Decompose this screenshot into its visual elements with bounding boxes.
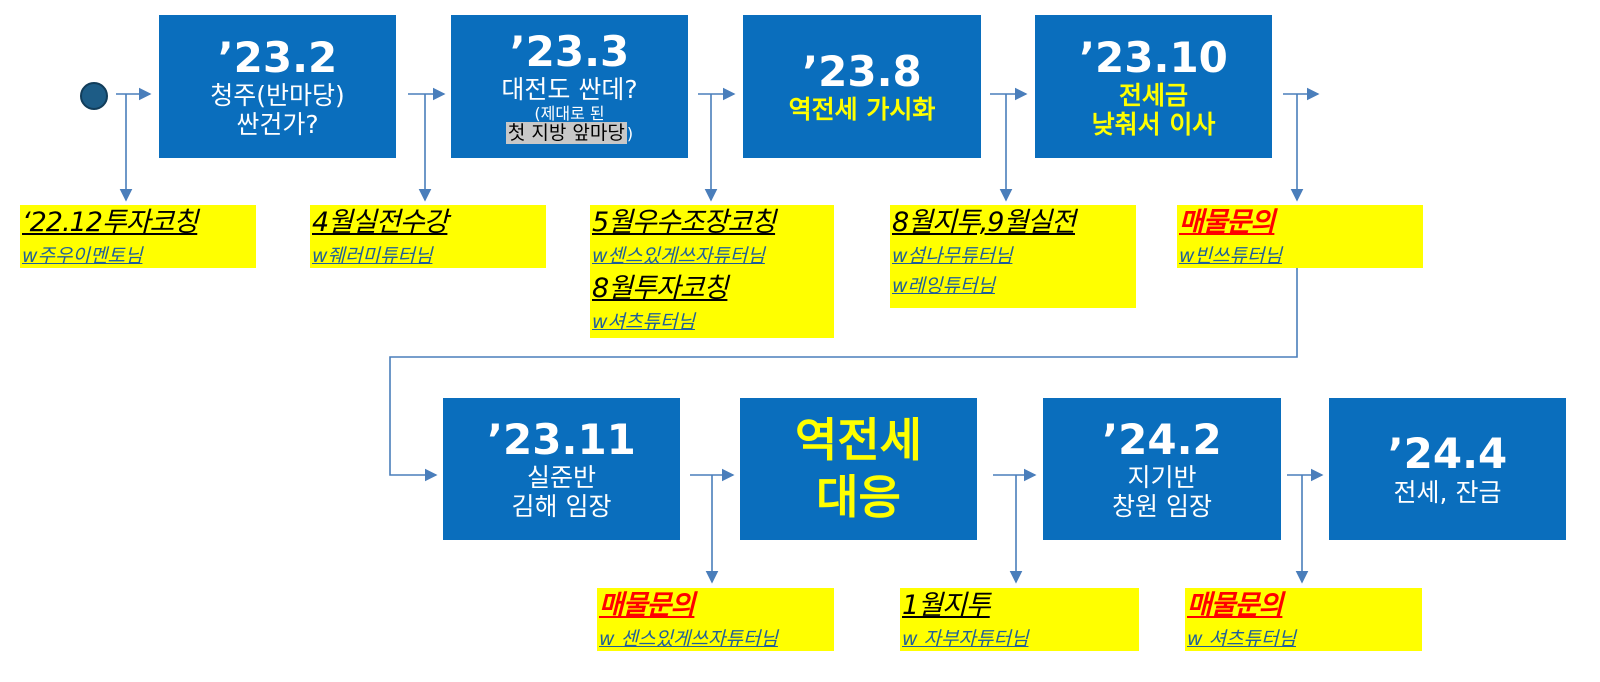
step-highlight: 역전세 가시화 bbox=[788, 95, 936, 125]
step-reverse-jeonse: 역전세 대응 bbox=[740, 398, 977, 540]
step-highlight: 대응 bbox=[816, 470, 901, 524]
note-course: 4월실전수강 w줴러미튜터님 bbox=[310, 205, 546, 268]
note-title: 1월지투 bbox=[902, 590, 991, 621]
step-24-4: ’24.4 전세, 잔금 bbox=[1329, 398, 1566, 540]
step-year: ’24.4 bbox=[1387, 429, 1508, 479]
step-text: 지기반 bbox=[1127, 463, 1197, 493]
note-inquiry: 매물문의 w 셔츠튜터님 bbox=[1185, 588, 1422, 651]
mentor-link[interactable]: w주우이멘토님 bbox=[22, 245, 143, 267]
step-year: ’23.11 bbox=[487, 415, 636, 465]
mentor-link[interactable]: w섬나무튜터님 bbox=[892, 245, 1013, 267]
step-23-2: ’23.2 청주(반마당) 싼건가? bbox=[159, 15, 396, 158]
note-aug-sep: 8월지투,9월실전 w섬나무튜터님 w레잉튜터님 bbox=[890, 205, 1136, 308]
step-year: ’23.8 bbox=[802, 46, 922, 96]
note-title: 매물문의 bbox=[599, 590, 695, 621]
note-title: 매물문의 bbox=[1179, 207, 1275, 238]
step-text: 실준반 bbox=[526, 463, 596, 493]
step-23-10: ’23.10 전세금 낮춰서 이사 bbox=[1035, 15, 1272, 158]
step-highlight: 전세금 bbox=[1118, 80, 1188, 110]
start-dot bbox=[80, 82, 108, 110]
step-text: 싼건가? bbox=[236, 109, 319, 139]
step-text: 대전도 싼데? bbox=[501, 75, 638, 105]
step-note: (제대로 된 bbox=[534, 103, 605, 123]
step-year: ’24.2 bbox=[1102, 415, 1222, 465]
step-23-11: ’23.11 실준반 김해 임장 bbox=[443, 398, 680, 540]
step-text: 창원 임장 bbox=[1112, 492, 1212, 522]
note-title: 8월투자코칭 bbox=[592, 273, 728, 304]
step-year: ’23.10 bbox=[1079, 32, 1228, 82]
step-text: 청주(반마당) bbox=[210, 80, 345, 110]
step-24-2: ’24.2 지기반 창원 임장 bbox=[1043, 398, 1281, 540]
step-year: ’23.3 bbox=[509, 26, 630, 76]
note-inquiry: 매물문의 w 센스있게쓰자튜터님 bbox=[597, 588, 834, 651]
note-jitu: 1월지투 w 자부자튜터님 bbox=[900, 588, 1139, 651]
step-highlight: 낮춰서 이사 bbox=[1091, 109, 1216, 139]
mentor-link[interactable]: w셔츠튜터님 bbox=[592, 311, 695, 333]
note-title: ‘22.12투자코칭 bbox=[22, 207, 198, 238]
step-23-3: ’23.3 대전도 싼데? (제대로 된 첫 지방 앞마당) bbox=[451, 15, 688, 158]
step-text: 전세, 잔금 bbox=[1393, 477, 1502, 507]
step-text: 김해 임장 bbox=[511, 492, 612, 522]
mentor-link[interactable]: w 자부자튜터님 bbox=[902, 628, 1029, 650]
mentor-link[interactable]: w 셔츠튜터님 bbox=[1187, 628, 1296, 650]
note-title: 4월실전수강 bbox=[312, 207, 448, 238]
step-23-8: ’23.8 역전세 가시화 bbox=[743, 15, 981, 158]
note-title: 매물문의 bbox=[1187, 590, 1283, 621]
step-highlight: 역전세 bbox=[795, 412, 922, 467]
highlighted-text: 첫 지방 앞마당 bbox=[505, 122, 627, 145]
note-coaching-may-aug: 5월우수조장코칭 w센스있게쓰자튜터님 8월투자코칭 w셔츠튜터님 bbox=[590, 205, 834, 338]
note-inquiry: 매물문의 w빈쓰튜터님 bbox=[1177, 205, 1423, 268]
mentor-link[interactable]: w센스있게쓰자튜터님 bbox=[592, 245, 765, 267]
mentor-link[interactable]: w 센스있게쓰자튜터님 bbox=[599, 628, 778, 650]
mentor-link[interactable]: w줴러미튜터님 bbox=[312, 245, 433, 267]
mentor-link[interactable]: w레잉튜터님 bbox=[892, 275, 995, 297]
note-title: 5월우수조장코칭 bbox=[592, 207, 776, 238]
note-coaching: ‘22.12투자코칭 w주우이멘토님 bbox=[20, 205, 256, 268]
note-title: 8월지투,9월실전 bbox=[892, 207, 1076, 238]
step-note: ) bbox=[626, 124, 634, 144]
mentor-link[interactable]: w빈쓰튜터님 bbox=[1179, 245, 1282, 267]
step-year: ’23.2 bbox=[217, 32, 338, 82]
